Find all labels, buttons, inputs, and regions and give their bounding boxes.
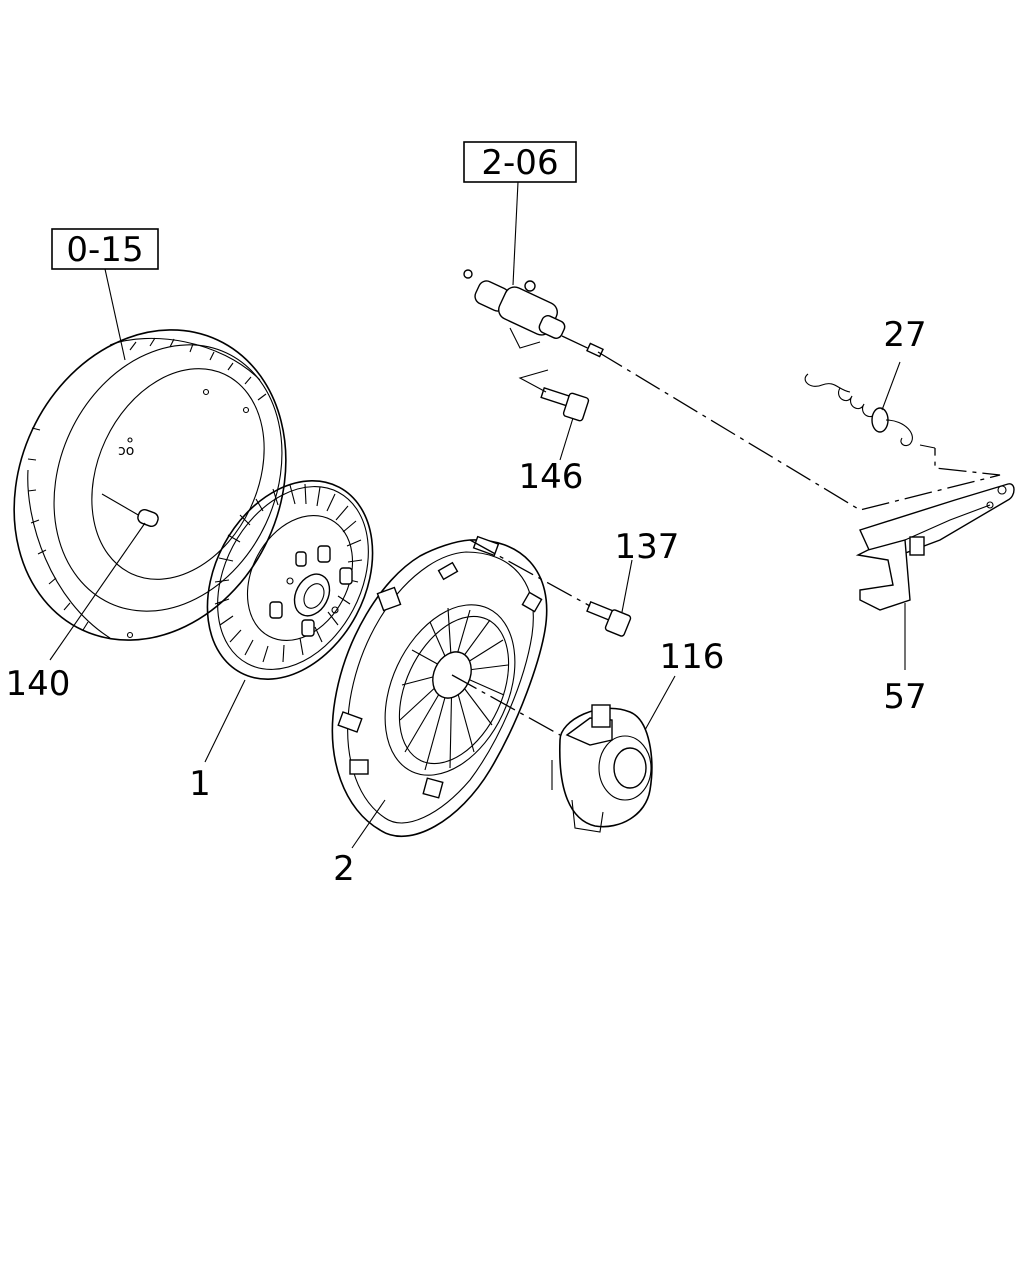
- spring-icon[interactable]: [804, 373, 913, 447]
- leader-line-146-a: [518, 369, 549, 393]
- callout-137[interactable]: 137: [615, 527, 680, 567]
- reference-label-0-15: 0-15: [66, 230, 143, 270]
- leader-line-116: [644, 675, 676, 731]
- bolt-icon[interactable]: [540, 387, 590, 422]
- callout-57[interactable]: 57: [883, 677, 926, 717]
- svg-text:ɔo: ɔo: [118, 443, 134, 459]
- reference-box-2-06[interactable]: 2-06: [463, 141, 577, 183]
- reference-box-0-15[interactable]: 0-15: [51, 228, 159, 270]
- pin-icon[interactable]: [101, 493, 160, 528]
- bolt-icon[interactable]: [586, 600, 632, 637]
- callout-1[interactable]: 1: [189, 764, 211, 804]
- callout-146[interactable]: 146: [519, 457, 584, 497]
- leader-line-27: [881, 361, 901, 411]
- callout-140[interactable]: 140: [6, 664, 71, 704]
- slave-cylinder-icon[interactable]: [463, 269, 604, 358]
- leader-line-2-06: [512, 181, 519, 286]
- release-fork-icon[interactable]: [855, 483, 1015, 611]
- leader-line-137: [621, 559, 633, 613]
- callout-27[interactable]: 27: [883, 315, 926, 355]
- flywheel-icon: ɔo: [13, 329, 287, 641]
- pressure-plate-icon[interactable]: [331, 535, 548, 838]
- reference-label-2-06: 2-06: [481, 143, 558, 183]
- leader-line-146: [559, 417, 574, 461]
- callout-2[interactable]: 2: [333, 849, 355, 889]
- release-bearing-icon[interactable]: [551, 704, 653, 833]
- clutch-disc-icon[interactable]: [174, 452, 405, 708]
- alignment-lines: [451, 351, 1001, 736]
- leader-line-1: [204, 679, 246, 763]
- leader-line-0-15: [104, 268, 126, 361]
- leader-line-140: [49, 522, 146, 661]
- callout-116[interactable]: 116: [660, 637, 725, 677]
- leader-line-2: [351, 799, 386, 849]
